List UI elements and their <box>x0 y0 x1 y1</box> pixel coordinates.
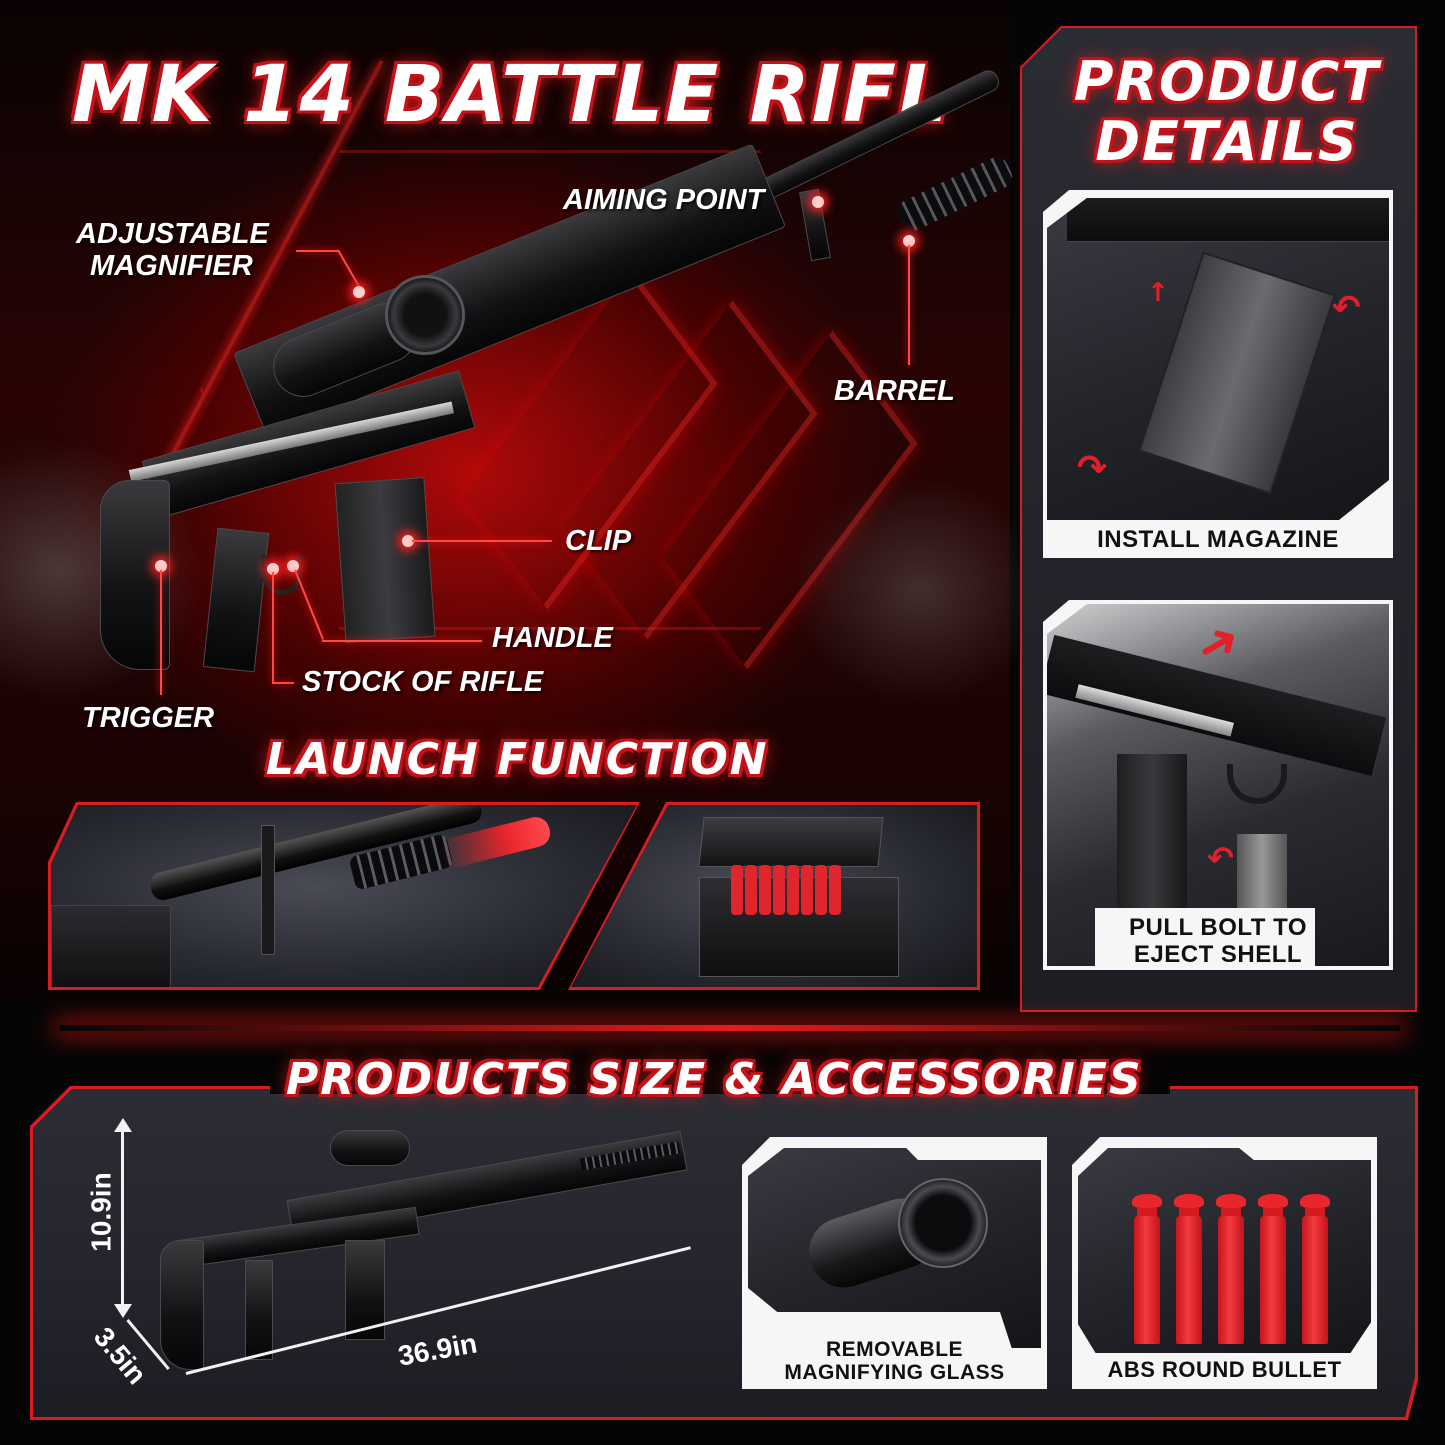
callout-leader-line <box>296 250 338 252</box>
bullet-row <box>1132 1194 1330 1344</box>
rifle-grip <box>202 527 270 673</box>
magnifier-caption-line2: MAGNIFYING GLASS <box>784 1361 1005 1384</box>
bullet-icon <box>1132 1194 1162 1344</box>
callout-dot <box>155 560 167 572</box>
callout-stock-of-rifle: STOCK OF RIFLE <box>302 666 544 698</box>
callout-dot <box>267 563 279 575</box>
magnifier-caption-line1: REMOVABLE <box>825 1338 964 1361</box>
callout-dot <box>903 235 915 247</box>
callout-leader-line <box>322 640 482 642</box>
arrow-up-icon <box>114 1118 132 1132</box>
rifle-image <box>0 0 1016 700</box>
rifle-stock <box>160 1240 204 1370</box>
title-gap <box>270 1080 1170 1094</box>
bullet-caption: ABS ROUND BULLET <box>1107 1357 1342 1382</box>
pull-bolt-caption-line1: PULL BOLT TO <box>1129 914 1307 941</box>
launch-function-title: LAUNCH FUNCTION <box>266 734 769 785</box>
front-sight-closeup <box>261 825 275 955</box>
callout-trigger: TRIGGER <box>82 702 215 734</box>
ammo-box-lid <box>698 817 884 867</box>
rifle-stock <box>100 480 170 670</box>
glow-separator <box>60 1025 1400 1031</box>
rifle-size-image <box>140 1130 700 1370</box>
bullet-image <box>1078 1148 1371 1353</box>
height-dimension-line <box>121 1128 124 1308</box>
hexagon-decoration <box>200 150 900 630</box>
rifle-magazine <box>334 477 436 643</box>
curved-arrow-left-icon: ↶ <box>1332 288 1361 328</box>
rifle-receiver-closeup <box>51 905 171 995</box>
arrow-pull-icon: ➜ <box>1185 607 1251 679</box>
accessories-title: PRODUCTS SIZE & ACCESSORIES <box>286 1054 1143 1105</box>
callout-dot <box>812 196 824 208</box>
magnifier-lens <box>898 1178 988 1268</box>
product-details-title-line2: DETAILS <box>1095 110 1359 173</box>
arrow-up-icon: ↑ <box>1147 278 1169 308</box>
callout-aiming-point: AIMING POINT <box>563 184 765 216</box>
bullet-icon <box>1174 1194 1204 1344</box>
rifle-underside <box>1067 198 1389 242</box>
callout-dot <box>353 286 365 298</box>
callout-leader-line <box>908 245 910 365</box>
scope-lens <box>385 275 465 355</box>
callout-leader-line <box>272 572 274 682</box>
rifle-scope <box>330 1130 410 1166</box>
product-details-title: PRODUCT DETAILS <box>1062 52 1392 172</box>
height-dimension-label: 10.9in <box>85 1172 117 1252</box>
pull-bolt-caption-line2: EJECT SHELL <box>1133 941 1303 968</box>
callout-leader-line <box>272 682 294 684</box>
rifle-muzzle <box>894 153 1016 235</box>
bullet-icon <box>1216 1194 1246 1344</box>
launch-image-barrel <box>51 805 637 987</box>
product-title: MK 14 BATTLE RIFL <box>72 50 950 140</box>
callout-adjustable-magnifier-line1: ADJUSTABLE <box>76 218 269 250</box>
product-details-title-line1: PRODUCT <box>1073 50 1381 113</box>
install-magazine-image: ↑ ↶ ↷ <box>1047 198 1389 520</box>
smoke-effect <box>780 430 1040 750</box>
rifle-trigger-guard <box>262 555 302 595</box>
grip-closeup <box>1117 754 1187 914</box>
trigger-guard-closeup <box>1227 764 1287 804</box>
callout-dot <box>287 560 299 572</box>
callout-leader-line <box>412 540 552 542</box>
arrow-down-icon <box>114 1304 132 1318</box>
bullet-icon <box>1300 1194 1330 1344</box>
curved-arrow-right-icon: ↷ <box>1077 448 1108 489</box>
callout-dot <box>402 535 414 547</box>
install-magazine-caption: INSTALL MAGAZINE <box>1097 526 1339 553</box>
callout-clip: CLIP <box>565 525 632 557</box>
callout-adjustable-magnifier-line2: MAGNIFIER <box>90 250 253 282</box>
pull-bolt-caption-bg <box>1095 908 1315 968</box>
curved-arrow-down-icon: ↶ <box>1207 839 1234 877</box>
rifle-grip <box>245 1260 273 1360</box>
callout-handle: HANDLE <box>492 622 613 654</box>
ammo-box-darts <box>731 865 841 915</box>
callout-leader-line <box>160 570 162 695</box>
callout-barrel: BARREL <box>834 375 955 407</box>
bullet-icon <box>1258 1194 1288 1344</box>
